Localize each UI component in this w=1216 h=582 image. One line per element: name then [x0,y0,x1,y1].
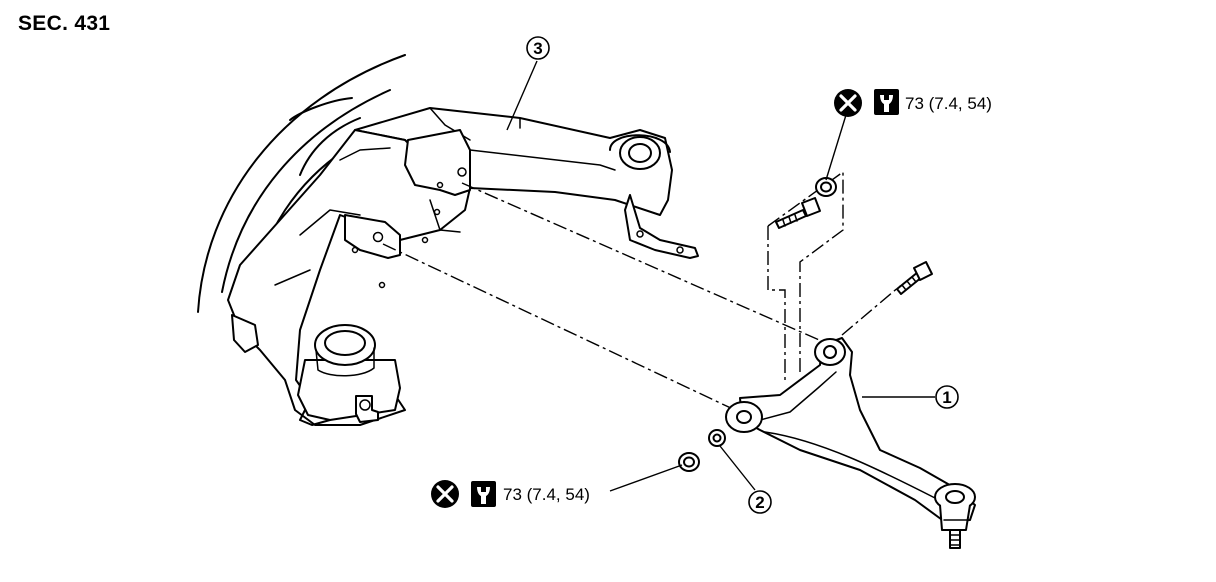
torque-spec-upper: 73 (7.4, 54) [825,89,992,181]
lower-nut [678,452,700,472]
upper-nut [815,177,837,197]
fasteners [678,177,933,472]
lower-link [725,337,976,549]
torque-wrench-icon [874,89,899,115]
callout-1: 1 [862,385,959,409]
torque-value: 73 (7.4, 54) [503,485,590,504]
callout-number: 2 [755,493,764,512]
callout-number: 1 [942,388,951,407]
torque-value: 73 (7.4, 54) [905,94,992,113]
callout-number: 3 [533,39,542,58]
section-title: SEC. 431 [18,12,111,35]
callout-3: 3 [506,36,550,131]
do-not-reuse-icon [431,480,459,508]
torque-wrench-icon [471,481,496,507]
washer [708,429,726,447]
torque-spec-lower: 73 (7.4, 54) [431,464,683,508]
callout-2: 2 [719,445,772,514]
do-not-reuse-icon [834,89,862,117]
suspension-member [197,54,699,426]
upper-bolt [775,197,821,229]
right-bolt [896,261,933,295]
